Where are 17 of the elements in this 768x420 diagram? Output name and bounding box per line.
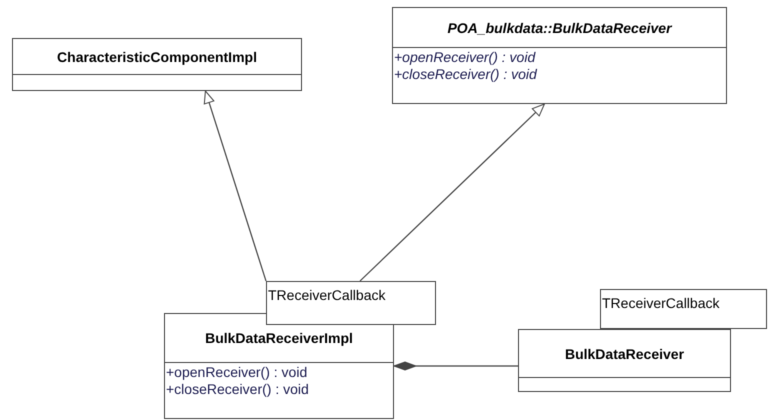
template-parameter-box: TReceiverCallback: [600, 289, 767, 329]
class-box: [392, 7, 727, 104]
method-text: +openReceiver() : void: [394, 49, 537, 66]
method-text: +openReceiver() : void: [166, 364, 308, 381]
class-box: [164, 313, 394, 419]
class-box: [12, 38, 302, 91]
class-name: CharacteristicComponentImpl: [57, 48, 257, 64]
method-text: +closeReceiver() : void: [394, 66, 538, 83]
composition-line: [394, 362, 518, 370]
class-name: POA_bulkdata::BulkDataReceiver: [447, 20, 672, 36]
class-name: BulkDataReceiverImpl: [205, 330, 353, 346]
template-parameter-box: TReceiverCallback: [266, 281, 436, 325]
class-box: [518, 329, 731, 392]
generalization-arrow: [360, 104, 545, 282]
class-name: BulkDataReceiver: [564, 346, 684, 362]
method-text: +closeReceiver() : void: [166, 381, 310, 398]
generalization-arrow: [204, 90, 267, 282]
